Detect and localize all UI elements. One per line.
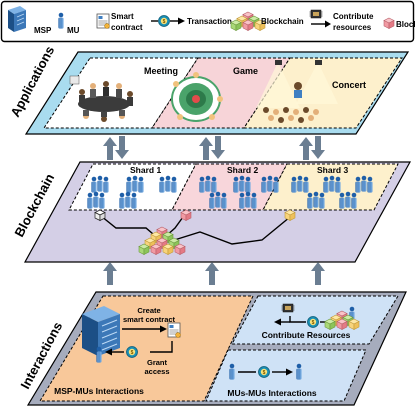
concert-illustration [256, 60, 338, 123]
mu-icon [58, 12, 64, 29]
mus-left-mu-icon [229, 363, 235, 380]
apps-chain-arrows [103, 136, 325, 160]
mus-coin-icon [258, 366, 270, 378]
mus-arrow [238, 368, 293, 376]
legend-msp-label: MSP [34, 26, 52, 35]
legend: MSP MU Smart contract Transaction Blockc… [0, 0, 415, 43]
applications-layer: Meeting Game Conc [24, 51, 410, 135]
mus-mus-label: MUs-MUs Interactions [227, 388, 317, 398]
legend-block-label: Block [396, 20, 415, 29]
contribute-label: Contribute Resources [262, 330, 351, 340]
contribute-chip-icon [281, 303, 295, 313]
create-contract-arrow [122, 325, 167, 333]
mus-right-mu-icon [296, 363, 302, 380]
grant-access-arrow [105, 341, 173, 356]
legend-contract-label: contract [111, 23, 143, 32]
shard1-block [94, 209, 106, 221]
concert-label: Concert [332, 80, 366, 90]
contribute-resources-icon [309, 9, 331, 28]
create-label-2: smart contract [123, 315, 176, 324]
meeting-label: Meeting [144, 66, 178, 76]
shard3-block [284, 209, 296, 221]
legend-contribute-label: Contribute [333, 12, 374, 21]
shard1-label: Shard 1 [130, 165, 161, 175]
create-label-1: Create [137, 306, 160, 315]
legend-smart-label: Smart [111, 12, 134, 21]
msp-mus-label: MSP-MUs Interactions [54, 386, 144, 396]
chain-interactions-arrows [103, 262, 325, 285]
msp-building-icon [82, 306, 120, 356]
blockchain-layer: Shard 1 Shard 2 Shard 3 [23, 161, 412, 263]
legend-transaction-label: Transaction [187, 17, 232, 26]
game-label: Game [233, 66, 258, 76]
msp-mu-icon [96, 346, 102, 363]
grant-label-1: Grant [147, 358, 168, 367]
legend-mu-label: MU [67, 26, 80, 35]
transaction-icon [151, 15, 185, 27]
smart-contract-icon [96, 13, 110, 29]
shard2-label: Shard 2 [227, 165, 258, 175]
grant-coin-icon [126, 346, 138, 358]
shard3-label: Shard 3 [317, 165, 348, 175]
legend-resources-label: resources [333, 23, 372, 32]
shard2-block [180, 209, 192, 221]
game-illustration [171, 72, 223, 122]
block-icon [383, 17, 395, 29]
grant-label-2: access [144, 367, 169, 376]
meeting-illustration [69, 75, 133, 122]
msp-icon [8, 6, 26, 32]
contribute-coin-icon [307, 316, 319, 328]
msp-smart-contract-icon [167, 322, 181, 338]
legend-blockchain-label: Blockchain [261, 17, 304, 26]
interactions-layer: Create smart contract Grant access MSP-M… [26, 291, 407, 406]
